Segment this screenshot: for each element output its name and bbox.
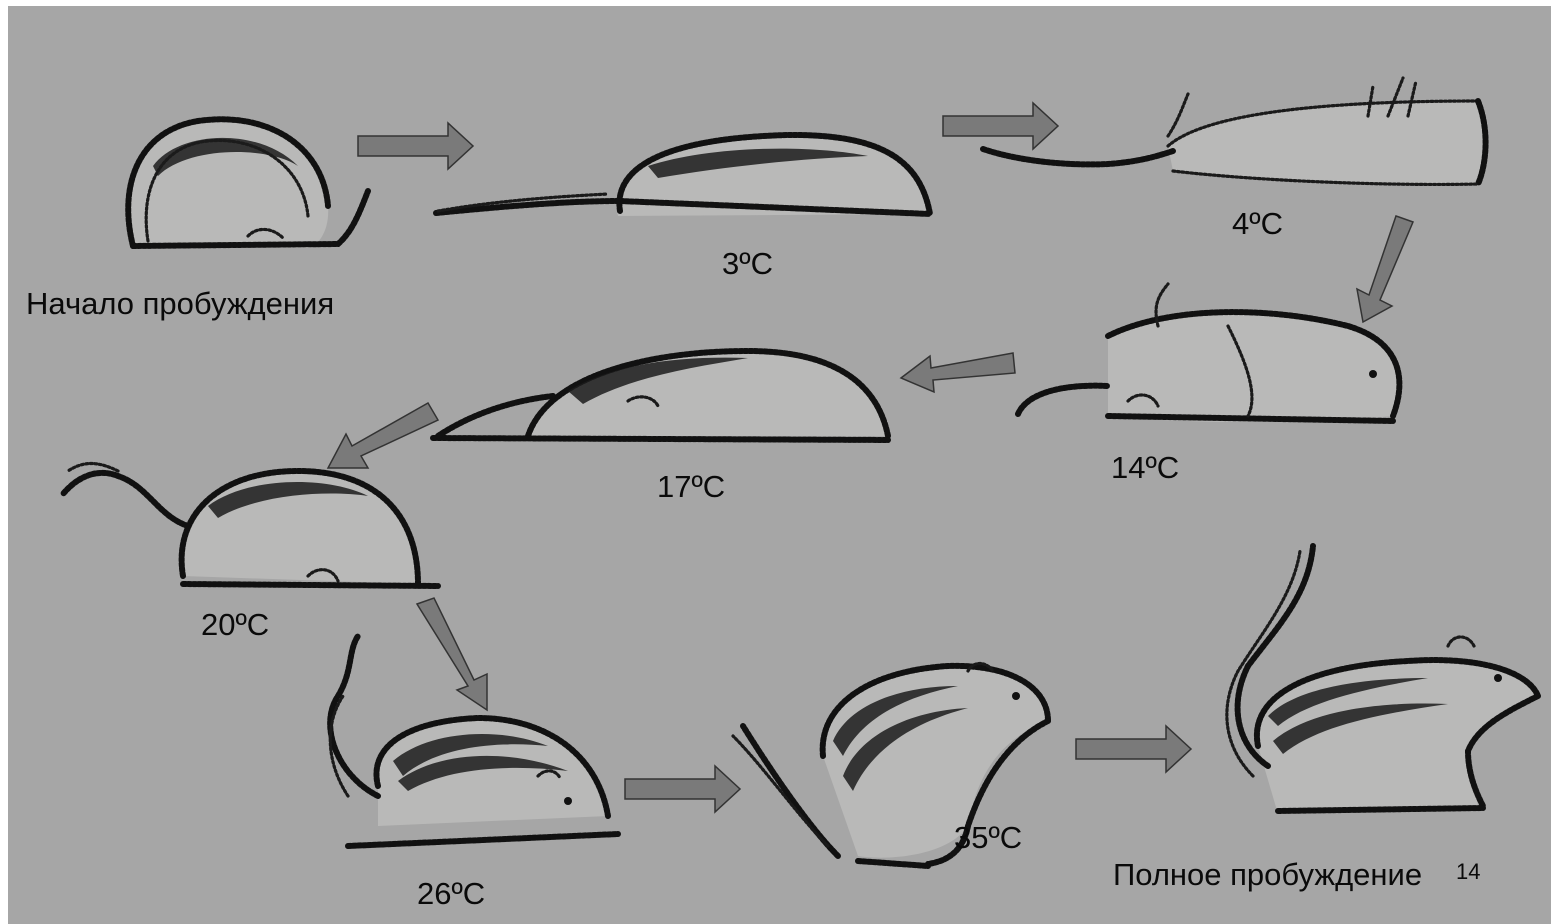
- slide: Начало пробуждения 3ºC 4ºC 14ºC 17ºC 20º…: [8, 6, 1551, 924]
- chipmunk-20c-drawing: [63, 464, 438, 587]
- label-17c: 17ºC: [657, 471, 725, 502]
- arrow-start-to-3c: [358, 123, 473, 169]
- caption-start: Начало пробуждения: [26, 288, 334, 319]
- label-3c: 3ºC: [722, 248, 773, 279]
- label-26c: 26ºC: [417, 878, 485, 909]
- page-number: 14: [1456, 861, 1480, 883]
- arrow-26c-to-35c: [625, 766, 740, 812]
- label-4c: 4ºC: [1232, 208, 1283, 239]
- chipmunk-awakening-diagram: [8, 6, 1551, 924]
- label-35c: 35ºC: [954, 822, 1022, 853]
- chipmunk-14c-drawing: [1018, 284, 1399, 422]
- chipmunk-3c-drawing: [436, 134, 930, 216]
- arrow-20c-to-26c: [417, 598, 487, 710]
- label-20c: 20ºC: [201, 609, 269, 640]
- chipmunk-26c-drawing: [330, 636, 618, 846]
- chipmunk-awake-drawing: [1227, 546, 1538, 814]
- arrow-35c-to-awake: [1076, 726, 1191, 772]
- label-14c: 14ºC: [1111, 452, 1179, 483]
- arrow-3c-to-4c: [943, 103, 1058, 149]
- chipmunk-curled-drawing: [128, 119, 368, 248]
- chipmunk-4c-drawing: [983, 78, 1486, 184]
- arrow-4c-to-14c: [1357, 216, 1413, 322]
- chipmunk-17c-drawing: [433, 351, 888, 440]
- arrow-17c-to-20c: [328, 403, 438, 468]
- caption-end: Полное пробуждение: [1113, 859, 1422, 890]
- arrow-14c-to-17c: [901, 353, 1015, 392]
